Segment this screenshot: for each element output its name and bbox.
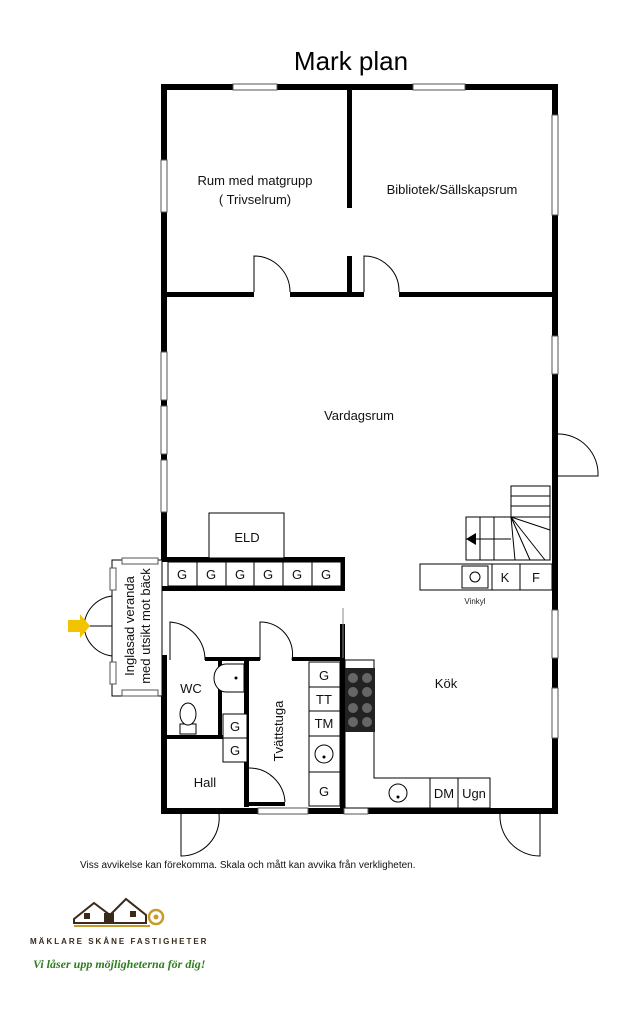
hall-label: Hall	[194, 775, 217, 790]
laundry-g-1: G	[319, 668, 329, 683]
library-label: Bibliotek/Sällskapsrum	[387, 182, 518, 197]
dishwasher-label: DM	[434, 786, 454, 801]
kitchen-lower-counter: DM Ugn	[344, 659, 491, 809]
wardrobe-4: G	[263, 567, 273, 582]
living-room-label: Vardagsrum	[324, 408, 394, 423]
kitchen-sink-icon	[388, 783, 408, 803]
sink-label: Vinkyl	[464, 597, 485, 606]
brand-tagline: Vi låser upp möjligheterna för dig!	[33, 957, 206, 971]
laundry-column: G TT TM G	[308, 661, 341, 807]
fireplace-label: ELD	[234, 530, 259, 545]
wardrobes: G G G G G G	[167, 561, 342, 587]
kitchen-f: F	[532, 570, 540, 585]
toilet-icon	[179, 702, 197, 726]
doors	[169, 255, 599, 857]
hall-g-2: G	[230, 743, 240, 758]
laundry-sink-icon	[314, 744, 334, 764]
wc-label: WC	[180, 681, 202, 696]
wc-fixtures	[179, 663, 245, 735]
fireplace: ELD	[208, 512, 285, 559]
veranda-label-2: med utsikt mot bäck	[138, 568, 153, 684]
stairs-arrow-icon	[466, 533, 476, 545]
stairs	[465, 485, 551, 561]
sink-icon	[469, 571, 481, 583]
hall-wardrobes: G G	[222, 713, 248, 763]
hall-g-1: G	[230, 719, 240, 734]
veranda: Inglasad veranda med utsikt mot bäck	[68, 557, 163, 697]
brand-name: MÄKLARE SKÅNE FASTIGHETER	[30, 937, 209, 946]
wardrobe-6: G	[321, 567, 331, 582]
dining-room-label: Rum med matgrupp	[198, 173, 313, 188]
brand-logo-icon	[73, 897, 165, 927]
entrance-arrow-icon	[68, 614, 90, 638]
wardrobe-5: G	[292, 567, 302, 582]
kitchen-k: K	[501, 570, 510, 585]
laundry-tt: TT	[316, 692, 332, 707]
disclaimer: Viss avvikelse kan förekomma. Skala och …	[80, 860, 416, 871]
wardrobe-1: G	[177, 567, 187, 582]
laundry-label: Tvättstuga	[271, 700, 286, 761]
dining-room-sublabel: ( Trivselrum)	[219, 192, 291, 207]
kitchen-label: Kök	[435, 676, 458, 691]
laundry-tm: TM	[315, 716, 334, 731]
kitchen-counter: K F Vinkyl	[419, 563, 553, 606]
wardrobe-2: G	[206, 567, 216, 582]
oven-label: Ugn	[462, 786, 486, 801]
wardrobe-3: G	[235, 567, 245, 582]
laundry-g-2: G	[319, 784, 329, 799]
veranda-label-1: Inglasad veranda	[122, 575, 137, 676]
wash-basin-icon	[213, 663, 245, 693]
plan-title: Mark plan	[294, 46, 408, 76]
windows	[160, 83, 559, 815]
